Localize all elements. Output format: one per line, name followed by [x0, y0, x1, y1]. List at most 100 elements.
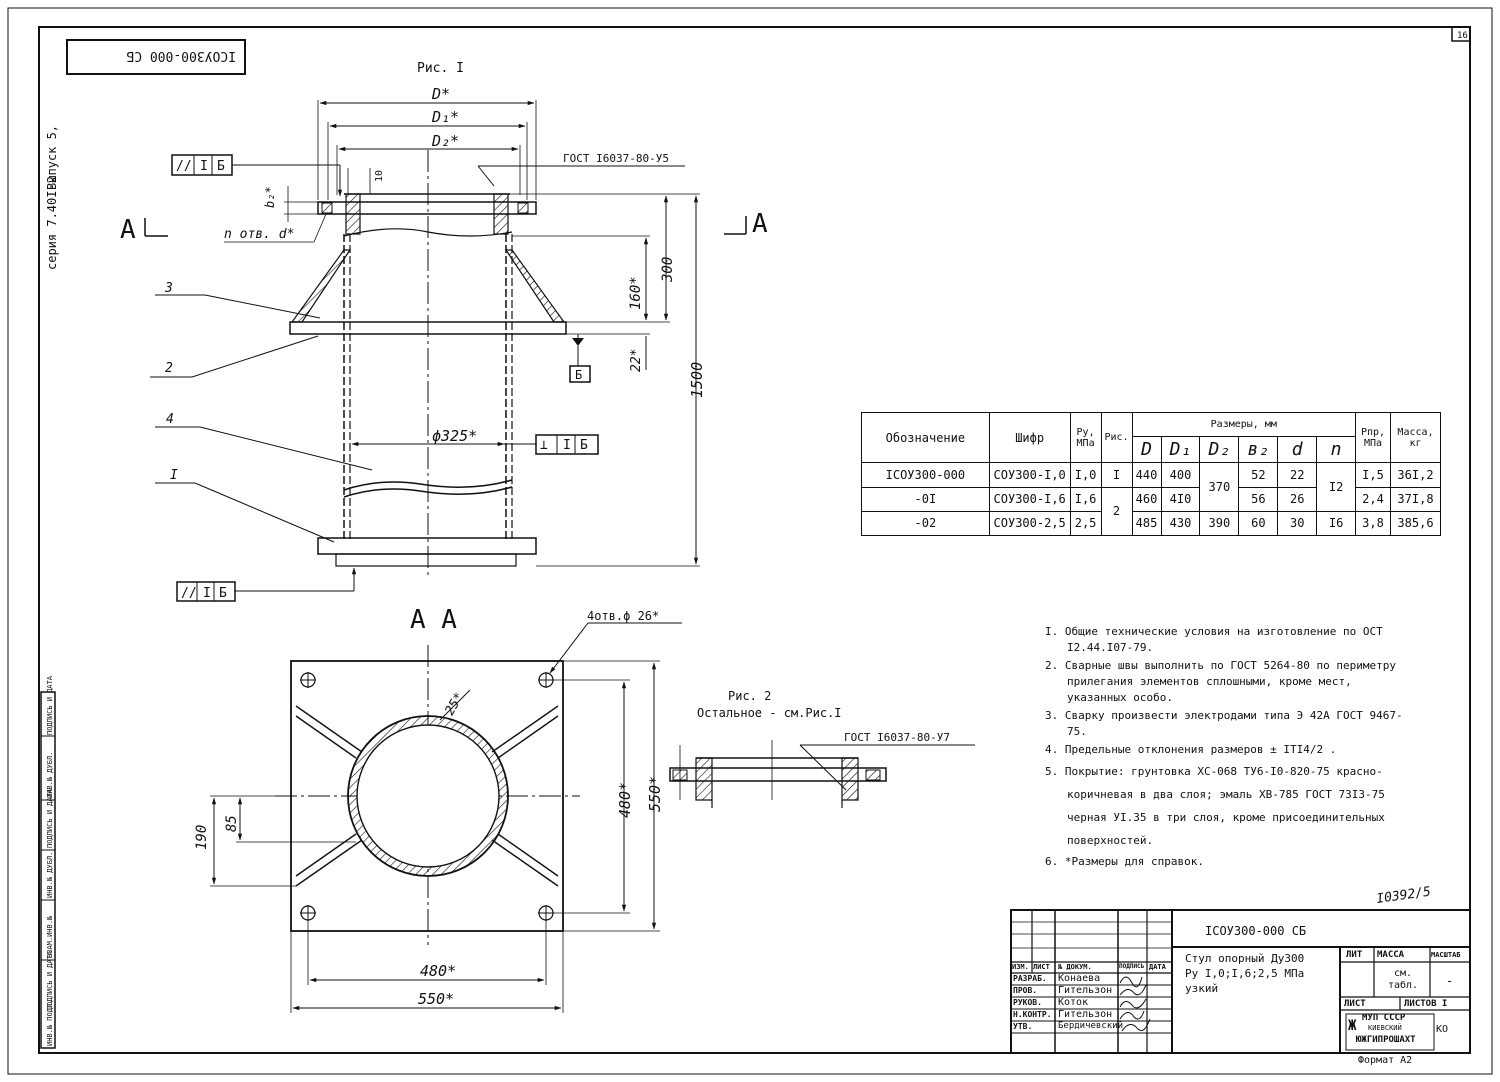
spec-table: Обозначение Шифр Ру, МПа Рис. Размеры, м…: [861, 411, 1442, 537]
stamp-col-4: ИНВ.№ ДУБЛ.: [46, 852, 54, 898]
note-5: 5. Покрытие: грунтовка ХС-068 ТУ6-I0-820…: [1045, 765, 1385, 847]
aa-dim-550-v: 550*: [646, 776, 664, 812]
table-row: IСОУ300-000 СОУ300-I,0 I,0 I 440 400 370…: [861, 462, 1442, 512]
note-6: 6. *Размеры для справок.: [1045, 855, 1204, 868]
designation-stamp: IСОУ300-000 СБ: [126, 48, 236, 63]
leader-4: 4: [166, 412, 174, 427]
org-logo-mark: Ж: [1348, 1018, 1357, 1034]
svg-text:I: I: [563, 438, 571, 453]
tb-org-suffix: КО: [1436, 1024, 1449, 1035]
svg-text:⊥: ⊥: [540, 438, 548, 453]
aa-dim-190: 190: [194, 825, 210, 850]
tb-name-line2: Ру I,0;I,6;2,5 МПа: [1185, 967, 1305, 980]
dim-160: 160*: [628, 276, 644, 310]
pipe-diameter: ϕ325*: [432, 427, 477, 445]
tb-format: Формат А2: [1358, 1055, 1413, 1066]
fig2-title: Рис. 2: [728, 689, 771, 703]
tb-org-line1: МУП СССР: [1362, 1013, 1406, 1023]
aa-holes-label: 4отв.ϕ 26*: [587, 609, 659, 623]
section-mark-left: A: [120, 215, 136, 245]
tb-scale-value: -: [1446, 974, 1454, 988]
page-number: 16: [1457, 31, 1468, 41]
tb-sheets-label: ЛИСТОВ I: [1404, 999, 1448, 1009]
th-mass: Масса, кг: [1389, 411, 1442, 464]
table-row: -0I СОУ300-I,6 I,6 2 460 4I0 56 26 2,4 3…: [861, 486, 1442, 537]
svg-text://: //: [176, 159, 192, 174]
dim-D1: D₁*: [431, 108, 459, 126]
fig2-drawing: Рис. 2 Остальное - см.Рис.I ГОСТ I6037-8…: [669, 689, 975, 808]
tolerance-frame-mid: ⊥ I Б: [535, 434, 599, 455]
section-aa-drawing: А А 4отв.ϕ 26* 25* 480*: [194, 605, 682, 1013]
th-sizes: Размеры, мм: [1131, 411, 1357, 438]
tb-org-line3: ЮЖГИПРОШАХТ: [1356, 1035, 1416, 1045]
title-block-frame: Ж: [1010, 909, 1471, 1054]
tb-lit: ЛИТ: [1346, 950, 1363, 960]
dim-D: D*: [431, 85, 450, 103]
tb-name: Стул опорный Ду300: [1185, 952, 1305, 965]
stamp-col-3: ВЗАМ.ИНВ.№: [46, 915, 54, 958]
note-3: 3. Сварку произвести электродами типа Э …: [1045, 709, 1403, 738]
holes-label: n отв. d*: [224, 227, 294, 242]
leader-2: 2: [165, 361, 173, 376]
svg-text:I: I: [203, 586, 211, 601]
stamp-col-7: ПОДПИСЬ И ДАТА: [46, 675, 54, 735]
stamp-col-5: ПОДПИСЬ И ДАТА: [46, 788, 54, 848]
series-label: серия 7.40I-2: [45, 176, 59, 270]
th-n: n: [1316, 436, 1357, 464]
fig2-gost-label: ГОСТ I6037-80-У7: [844, 731, 950, 744]
th-D: D: [1131, 436, 1162, 464]
svg-text:I: I: [200, 159, 208, 174]
tb-mass-value: см. табл.: [1387, 968, 1419, 991]
tolerance-frame-bottom: // I Б: [176, 567, 357, 602]
fig1-drawing: Рис. I D* D₁* D₂* 10 b₂* ГОСТ I6037-8: [120, 61, 768, 602]
note-1: I. Общие технические условия на изготовл…: [1045, 625, 1383, 654]
dim-1500: 1500: [688, 362, 706, 398]
note-2: 2. Сварные швы выполнить по ГОСТ 5264-80…: [1045, 659, 1396, 704]
svg-text:Б: Б: [580, 438, 588, 453]
fig2-subtitle: Остальное - см.Рис.I: [697, 706, 842, 720]
leader-3: 3: [164, 281, 173, 296]
tb-mass-label: МАССА: [1377, 950, 1405, 960]
dim-300: 300: [660, 257, 676, 283]
inventory-number: I0392/5: [1375, 884, 1432, 907]
svg-text:Б: Б: [217, 159, 225, 174]
inner-frame: [38, 26, 1471, 1054]
th-py: Ру, МПа: [1069, 411, 1102, 464]
th-D1: D₁: [1160, 436, 1201, 464]
aa-dim-480-v: 480*: [616, 782, 634, 818]
th-D2: D₂: [1199, 436, 1240, 464]
aa-dim-550-h: 550*: [418, 990, 454, 1008]
th-code: Шифр: [988, 411, 1071, 464]
fig1-title: Рис. I: [417, 61, 464, 76]
th-fig: Рис.: [1100, 411, 1133, 464]
th-designation: Обозначение: [861, 411, 990, 464]
section-mark-right: A: [752, 209, 768, 239]
issue-label: Выпуск 5,: [45, 125, 59, 190]
page-number-box: [1451, 26, 1471, 42]
th-ppr: Рпр, МПа: [1355, 411, 1391, 464]
dim-22: 22*: [629, 349, 644, 372]
dim-10: 10: [374, 170, 385, 182]
stamp-col-6: ИНВ.№ ДУБЛ.: [46, 752, 54, 798]
leader-1: I: [170, 468, 178, 483]
dim-D2: D₂*: [431, 132, 459, 150]
tolerance-frame-top: // I Б: [171, 154, 343, 197]
svg-text://: //: [181, 586, 197, 601]
datum-B: Б: [575, 368, 582, 382]
dim-b2: b₂*: [263, 186, 277, 208]
aa-dim-85: 85: [224, 815, 240, 832]
stamp-col-2: ПОДПИСЬ И ДАТА: [46, 950, 54, 1010]
tb-sheet-label: ЛИСТ: [1344, 999, 1366, 1009]
note-4: 4. Предельные отклонения размеров ± IТI4…: [1045, 743, 1337, 756]
stamp-col-1: ИНВ.№ ПОДЛ.: [46, 1000, 54, 1046]
tb-document-code: IСОУ300-000 СБ: [1205, 924, 1307, 938]
svg-text:Б: Б: [219, 586, 227, 601]
table-row: -02 СОУ300-2,5 2,5 485 430 390 60 30 I6 …: [861, 510, 1442, 537]
left-stamp-strip: ПОДПИСЬ И ДАТА ИНВ.№ ДУБЛ. ПОДПИСЬ И ДАТ…: [40, 675, 56, 1049]
tb-scale-label: МАСШТАБ: [1431, 951, 1461, 959]
designation-stamp-box: [66, 39, 246, 75]
aa-dim-480-h: 480*: [420, 962, 456, 980]
outer-frame: [7, 7, 1493, 1075]
